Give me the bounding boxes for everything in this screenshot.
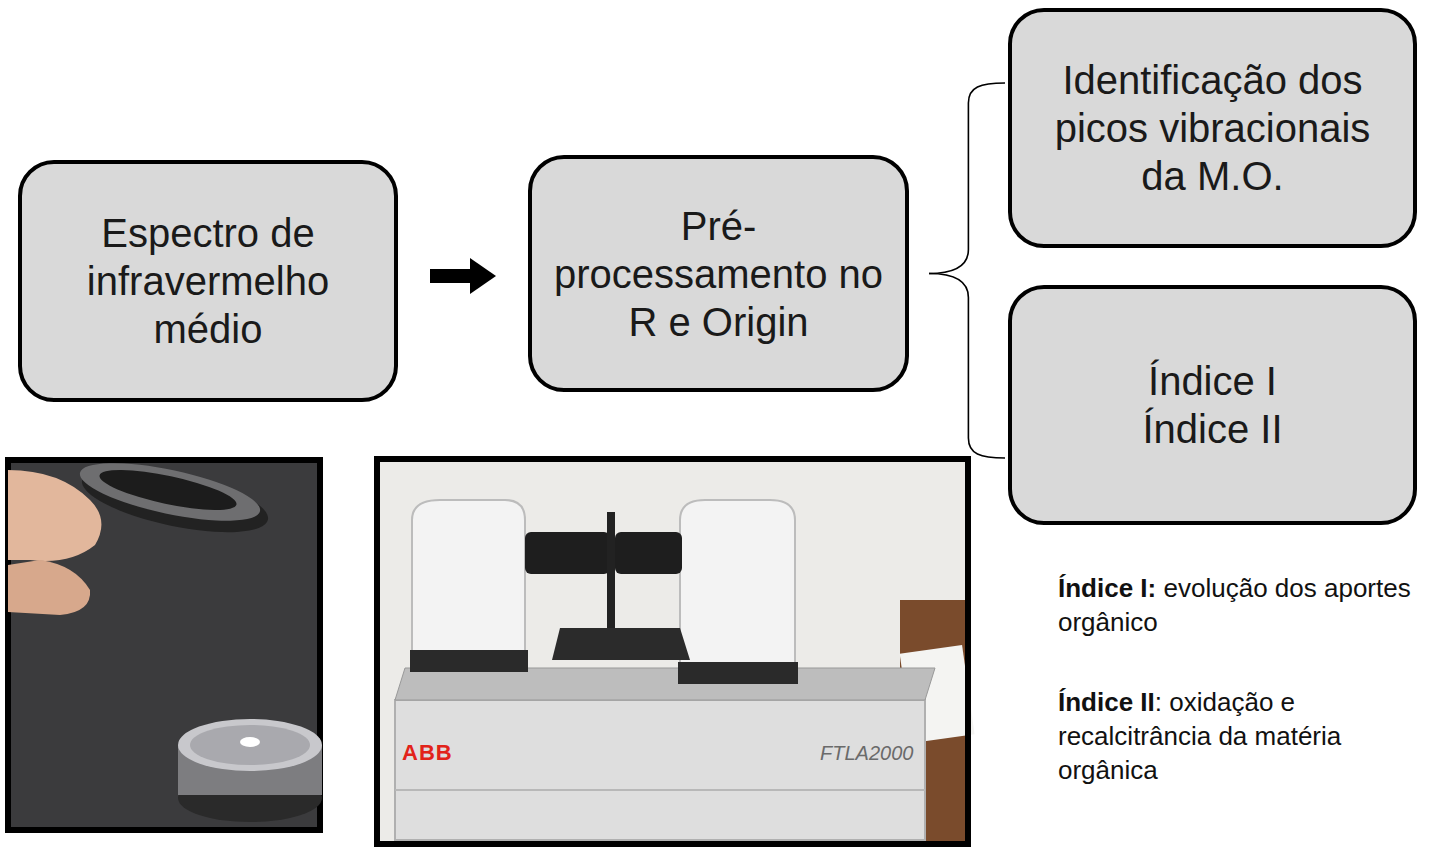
note: Índice I:evolução dos aportes orgânico <box>1058 572 1430 640</box>
output-box: Identificação dos picos vibracionais da … <box>1008 8 1417 248</box>
process-box: Pré-processamento no R e Origin <box>528 155 909 392</box>
pellet-photo <box>8 451 322 830</box>
note-term: Índice I: <box>1058 573 1156 603</box>
box-text: Índice II <box>1142 405 1282 453</box>
note-term: Índice II <box>1058 687 1155 717</box>
box-text: Espectro de infravermelho médio <box>40 209 376 353</box>
box-text: Pré-processamento no R e Origin <box>550 202 887 346</box>
model-name: FTLA2000 <box>820 742 913 765</box>
note: Índice II: oxidação e recalcitrância da … <box>1058 686 1430 787</box>
box-text: Índice I <box>1148 357 1277 405</box>
instrument-photo <box>377 459 975 844</box>
box-text: Identificação dos picos vibracionais da … <box>1030 56 1395 200</box>
output-box: Índice IÍndice II <box>1008 285 1417 525</box>
brace-connector <box>929 83 1005 274</box>
input-box: Espectro de infravermelho médio <box>18 160 398 402</box>
brand-logo: ABB <box>402 740 453 766</box>
brace-connector <box>929 274 1005 459</box>
flow-arrow <box>430 258 496 294</box>
